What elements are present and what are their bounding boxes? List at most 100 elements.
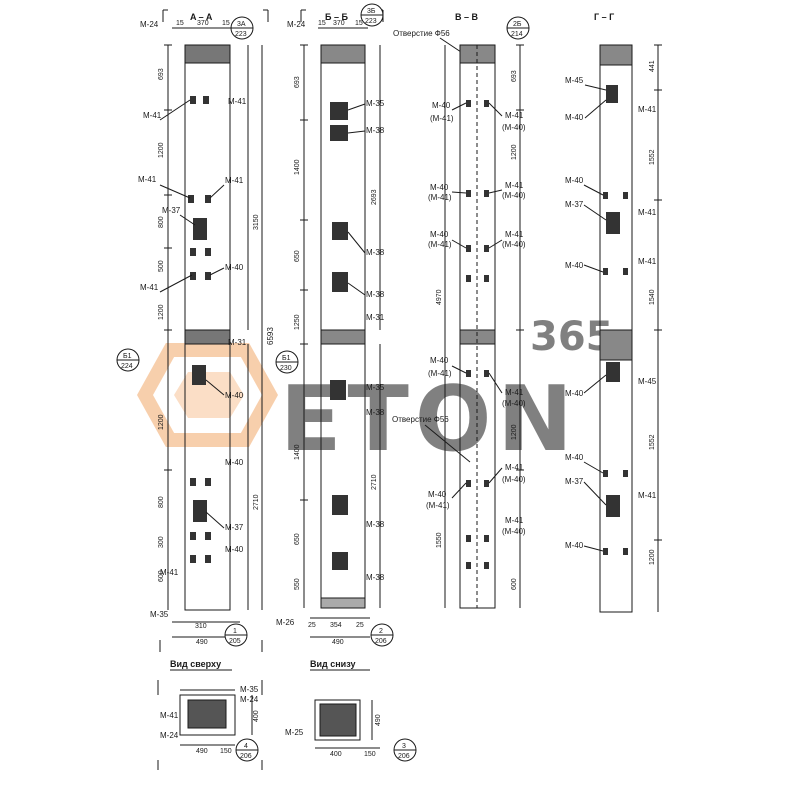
- plan-top-mark-2: M-24: [160, 731, 179, 740]
- mark-c-15: (M-40): [502, 399, 526, 408]
- dim-a-4: 1200: [158, 304, 165, 320]
- callout-c1-num: 1: [233, 628, 237, 635]
- mark-c-7: (M-40): [502, 191, 526, 200]
- mark-b-1: M-35: [366, 99, 385, 108]
- mark-a-9: M-40: [225, 391, 244, 400]
- mark-c-0: M-40: [432, 101, 451, 110]
- dim-b-0: 693: [294, 76, 301, 88]
- callout-c3-den: 206: [398, 753, 410, 760]
- callout-2b-num: 2Б: [513, 21, 522, 28]
- mark-c-18: M-40: [428, 490, 447, 499]
- callout-b1a: Б1 224: [116, 348, 140, 372]
- section-c-hole-label-2: Отверстие Ф56: [392, 415, 449, 424]
- plan-bottom-plate: [319, 703, 357, 737]
- mark-d-13: M-40: [565, 541, 584, 550]
- mark-c-1: (M-41): [430, 114, 454, 123]
- callout-b1a-num: Б1: [123, 353, 132, 360]
- section-b-dim-top-right: 15: [355, 20, 363, 27]
- section-c: В – В Отверстие Ф56 Отверстие Ф56 M-40 (…: [392, 12, 526, 609]
- dim-a-1: 1200: [158, 142, 165, 158]
- mark-b-8: M-38: [366, 520, 385, 529]
- section-b-bottom-note: Вид снизу: [310, 659, 355, 669]
- plan-bottom-dim-2: 490: [375, 714, 382, 726]
- mark-b-2: M-38: [366, 126, 385, 135]
- mark-a-13: M-41: [160, 568, 179, 577]
- callout-b1b: Б1 230: [275, 350, 299, 374]
- dim-a-10: 2710: [253, 494, 260, 510]
- dim-b-3: 650: [294, 250, 301, 262]
- plan-bottom-dim-1: 150: [364, 751, 376, 758]
- dim-d-2: 1540: [649, 289, 656, 305]
- dim-d-0: 441: [649, 60, 656, 72]
- dim-c-3: 1200: [511, 424, 518, 440]
- dim-a-9: 3150: [253, 214, 260, 230]
- dim-b-7: 650: [294, 533, 301, 545]
- mark-c-4: M-40: [430, 183, 449, 192]
- section-b-title: Б – Б: [325, 12, 348, 22]
- callout-b1b-den: 230: [280, 365, 292, 372]
- mark-d-0: M-45: [565, 76, 584, 85]
- plan-top-outline: [179, 694, 236, 736]
- mark-c-14: M-41: [505, 388, 524, 397]
- callout-c4-den: 206: [240, 753, 252, 760]
- dim-a-2: 800: [158, 216, 165, 228]
- mark-a-2: M-41: [138, 175, 157, 184]
- mark-d-6: M-40: [565, 261, 584, 270]
- dim-d-4: 1200: [649, 549, 656, 565]
- plan-view-bottom: M-25 400 150 490: [285, 699, 382, 758]
- section-b-dim-top-mid: 370: [333, 20, 345, 27]
- section-a-dim-bottom-1: 310: [195, 623, 207, 630]
- callout-b1a-den: 224: [121, 363, 133, 370]
- dim-a-0: 693: [158, 68, 165, 80]
- watermark-text: ETON: [280, 367, 579, 472]
- dim-a-8: 600: [158, 570, 165, 582]
- dim-b-2: 2693: [371, 189, 378, 205]
- mark-d-10: M-40: [565, 453, 584, 462]
- mark-b-5: M-31: [366, 313, 385, 322]
- section-d: Г – Г M-45 M-40 M-41 M-40 M-37 M-41 M-40…: [565, 12, 662, 613]
- section-b-dim-bottom-1: 25: [308, 622, 316, 629]
- callout-3b-den: 223: [365, 18, 377, 25]
- section-b-dim-bottom-4: 490: [332, 639, 344, 646]
- plan-top-mark-3: M-41: [160, 711, 179, 720]
- callout-c3-num: 3: [402, 743, 406, 750]
- callout-c1-den: 205: [229, 638, 241, 645]
- dim-b-6: 2710: [371, 474, 378, 490]
- mark-b-4: M-38: [366, 290, 385, 299]
- dim-c-0: 693: [511, 70, 518, 82]
- plan-top-dim-2: 400: [253, 710, 260, 722]
- mark-a-8: M-31: [228, 338, 247, 347]
- callouts: 3A 223 3Б 223 2Б 214 Б1 224 Б1 230 1 205: [116, 3, 530, 762]
- dim-d-1: 1552: [649, 149, 656, 165]
- mark-c-3: (M-40): [502, 123, 526, 132]
- callout-2b: 2Б 214: [506, 16, 530, 40]
- column-b-top-cap: [320, 44, 366, 64]
- mark-d-11: M-37: [565, 477, 584, 486]
- mark-b-3: M-38: [366, 248, 385, 257]
- plan-view-top: M-35 M-24 M-24 M-41 490 150 400: [157, 680, 263, 770]
- mark-a-5: M-40: [225, 263, 244, 272]
- callout-c1: 1 205: [224, 623, 248, 647]
- mark-c-13: (M-41): [428, 369, 452, 378]
- mark-d-1: M-40: [565, 113, 584, 122]
- mark-b-0: M-24: [287, 20, 306, 29]
- dim-c-2: 4970: [436, 289, 443, 305]
- mark-a-1: M-41: [143, 111, 162, 120]
- callout-3a: 3A 223: [230, 16, 254, 40]
- mark-c-19: (M-41): [426, 501, 450, 510]
- mark-a-7: M-41: [228, 97, 247, 106]
- dim-a-3: 500: [158, 260, 165, 272]
- section-c-title: В – В: [455, 12, 479, 22]
- dim-d-3: 1552: [649, 434, 656, 450]
- callout-c4-num: 4: [244, 743, 248, 750]
- section-b-dim-top-left: 15: [318, 20, 326, 27]
- callout-3a-num: 3A: [237, 21, 246, 28]
- column-b-joint: [320, 329, 366, 345]
- mark-c-20: M-41: [505, 516, 524, 525]
- section-b: Б – Б 15 370 15 M-24 M-35 M-38 M-38 M-38…: [276, 9, 385, 671]
- dim-b-5: 1400: [294, 444, 301, 460]
- dim-a-5: 1200: [158, 414, 165, 430]
- column-a-outline: [184, 44, 231, 611]
- section-a-dim-bottom-2: 490: [196, 639, 208, 646]
